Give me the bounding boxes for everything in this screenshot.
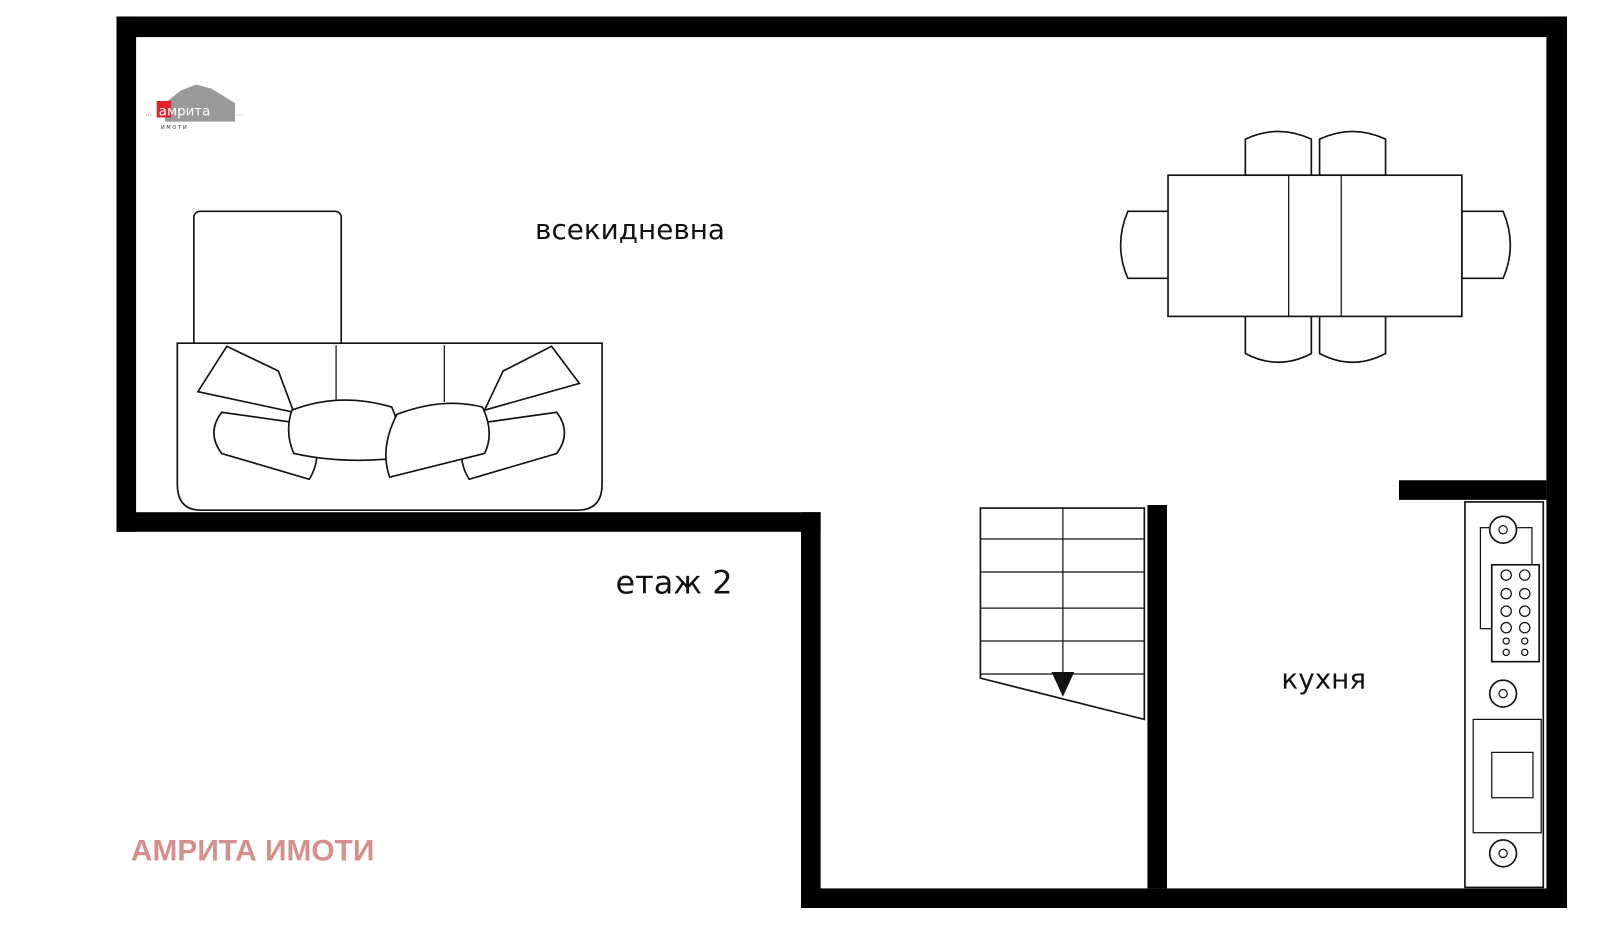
corner-sofa xyxy=(176,210,603,511)
walls xyxy=(116,16,1568,908)
dining-table xyxy=(1119,130,1512,363)
svg-text:...: ... xyxy=(236,108,243,117)
room-label-kitchen: кухня xyxy=(1281,662,1366,695)
stair-down-arrow-icon xyxy=(1051,671,1075,697)
wall-stair-kitchen xyxy=(1147,505,1168,889)
watermark-text: АМРИТА ИМОТИ xyxy=(131,835,374,868)
room-label-living-room: всекидневна xyxy=(535,213,725,246)
svg-text:...: ... xyxy=(145,108,152,117)
wall-right xyxy=(1546,16,1568,908)
svg-text:амрита: амрита xyxy=(159,104,211,119)
floor-label: етаж 2 xyxy=(615,564,732,602)
wall-living-bottom xyxy=(116,512,821,532)
kitchen-counter xyxy=(1464,501,1545,889)
wall-top xyxy=(116,16,1568,38)
company-logo: ... амрита ... И М О Т И xyxy=(145,84,243,131)
wall-bottom xyxy=(801,888,1568,908)
wall-left xyxy=(116,16,137,532)
staircase xyxy=(979,507,1146,721)
wall-middle-vertical xyxy=(801,512,821,908)
svg-text:И М О Т И: И М О Т И xyxy=(161,125,187,131)
wall-kitchen-stub xyxy=(1398,480,1547,500)
